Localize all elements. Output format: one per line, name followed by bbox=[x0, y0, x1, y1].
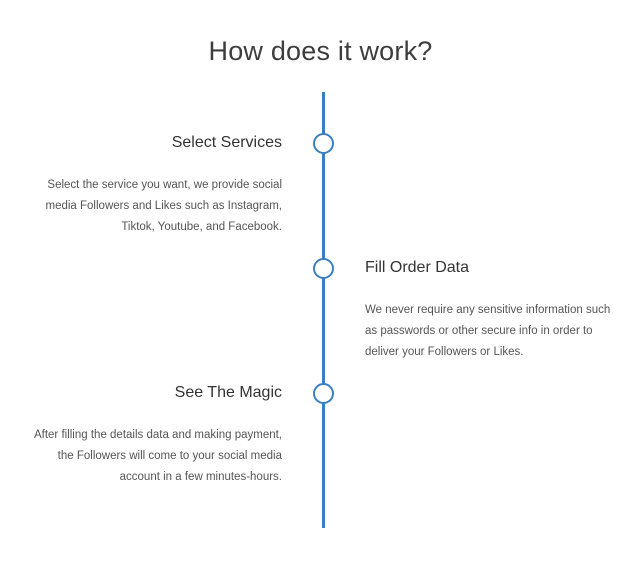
section-title: How does it work? bbox=[208, 36, 433, 66]
step-title: Select Services bbox=[171, 134, 282, 151]
timeline-node-icon bbox=[313, 258, 334, 279]
timeline-node-icon bbox=[313, 383, 334, 404]
step-title: See The Magic bbox=[174, 384, 282, 401]
step-description: Select the service you want, we provide … bbox=[45, 179, 283, 233]
timeline-node-icon bbox=[313, 133, 334, 154]
step-description: We never require any sensitive informati… bbox=[365, 304, 611, 358]
step-title: Fill Order Data bbox=[365, 259, 470, 276]
step-description: After filling the details data and makin… bbox=[33, 429, 282, 483]
timeline-line bbox=[322, 92, 325, 528]
